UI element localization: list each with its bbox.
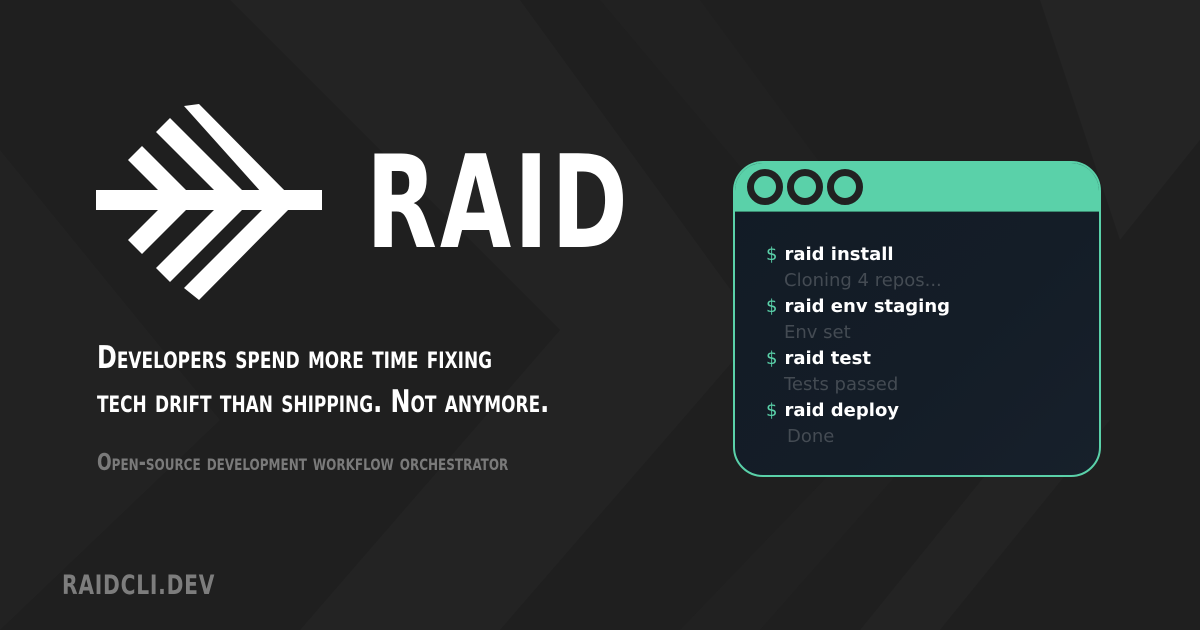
- window-control-dot-icon[interactable]: [827, 169, 863, 205]
- prompt-symbol: $: [766, 296, 778, 317]
- terminal-output-line: Cloning 4 repos...: [784, 270, 942, 291]
- window-control-dot-icon[interactable]: [787, 169, 823, 205]
- command-text: raid env staging: [784, 296, 951, 317]
- terminal-titlebar: [735, 163, 1099, 212]
- site-url-link[interactable]: RAIDCLI.DEV: [62, 570, 216, 601]
- command-text: raid test: [784, 348, 871, 369]
- terminal-window: $ raid install Cloning 4 repos... $ raid e…: [733, 161, 1101, 477]
- terminal-output-line: Done: [787, 426, 835, 447]
- prompt-symbol: $: [766, 400, 778, 421]
- window-control-dot-icon[interactable]: [747, 169, 783, 205]
- tagline-line-2: tech drift than shipping. Not anymore.: [97, 384, 550, 420]
- hero-subtitle: Open-source development workflow orchest…: [97, 450, 509, 476]
- terminal-output-line: Tests passed: [784, 374, 899, 395]
- terminal-output-line: Env set: [784, 322, 851, 343]
- raid-logo-icon: [96, 104, 322, 300]
- prompt-symbol: $: [766, 348, 778, 369]
- terminal-command-line: $ raid env staging: [766, 294, 1099, 320]
- brand-wordmark: Raid: [366, 129, 631, 278]
- hero-tagline: Developers spend more time fixing tech d…: [97, 336, 549, 424]
- command-text: raid deploy: [784, 400, 900, 421]
- terminal-command-line: $ raid test: [766, 346, 1099, 372]
- tagline-line-1: Developers spend more time fixing: [97, 340, 493, 376]
- terminal-body: $ raid install Cloning 4 repos... $ raid e…: [735, 212, 1099, 450]
- terminal-command-line: $ raid install: [766, 242, 1099, 268]
- terminal-command-line: $ raid deploy: [766, 398, 1099, 424]
- prompt-symbol: $: [766, 244, 778, 265]
- command-text: raid install: [784, 244, 894, 265]
